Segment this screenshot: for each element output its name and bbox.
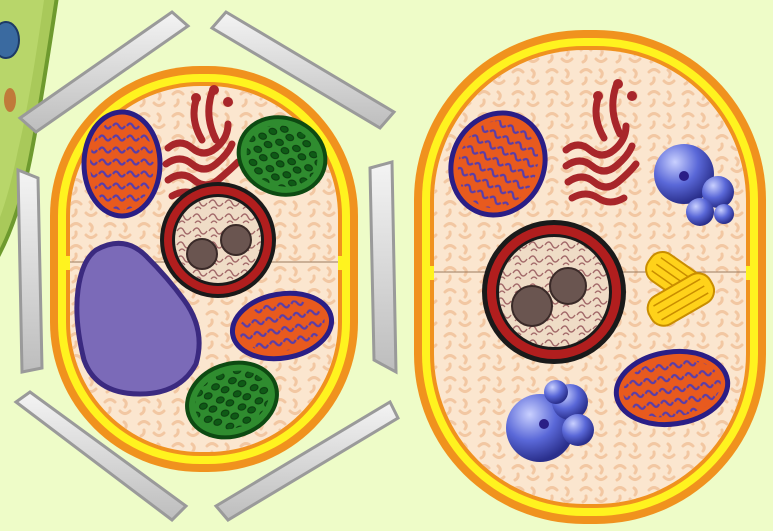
plant-cell [16,12,398,520]
neighbor-nucleus-icon [0,22,19,58]
mitochondrion [84,112,160,216]
nucleolus [187,239,217,269]
nucleolus [512,286,552,326]
animal-cell [414,30,766,524]
cell-wall-plate [18,170,42,372]
neighbor-organelle-icon [4,88,16,112]
cell-wall-plate [370,162,396,372]
nucleolus [221,225,251,255]
nucleus [482,220,626,364]
nucleolus [550,268,586,304]
nucleus [160,182,276,298]
